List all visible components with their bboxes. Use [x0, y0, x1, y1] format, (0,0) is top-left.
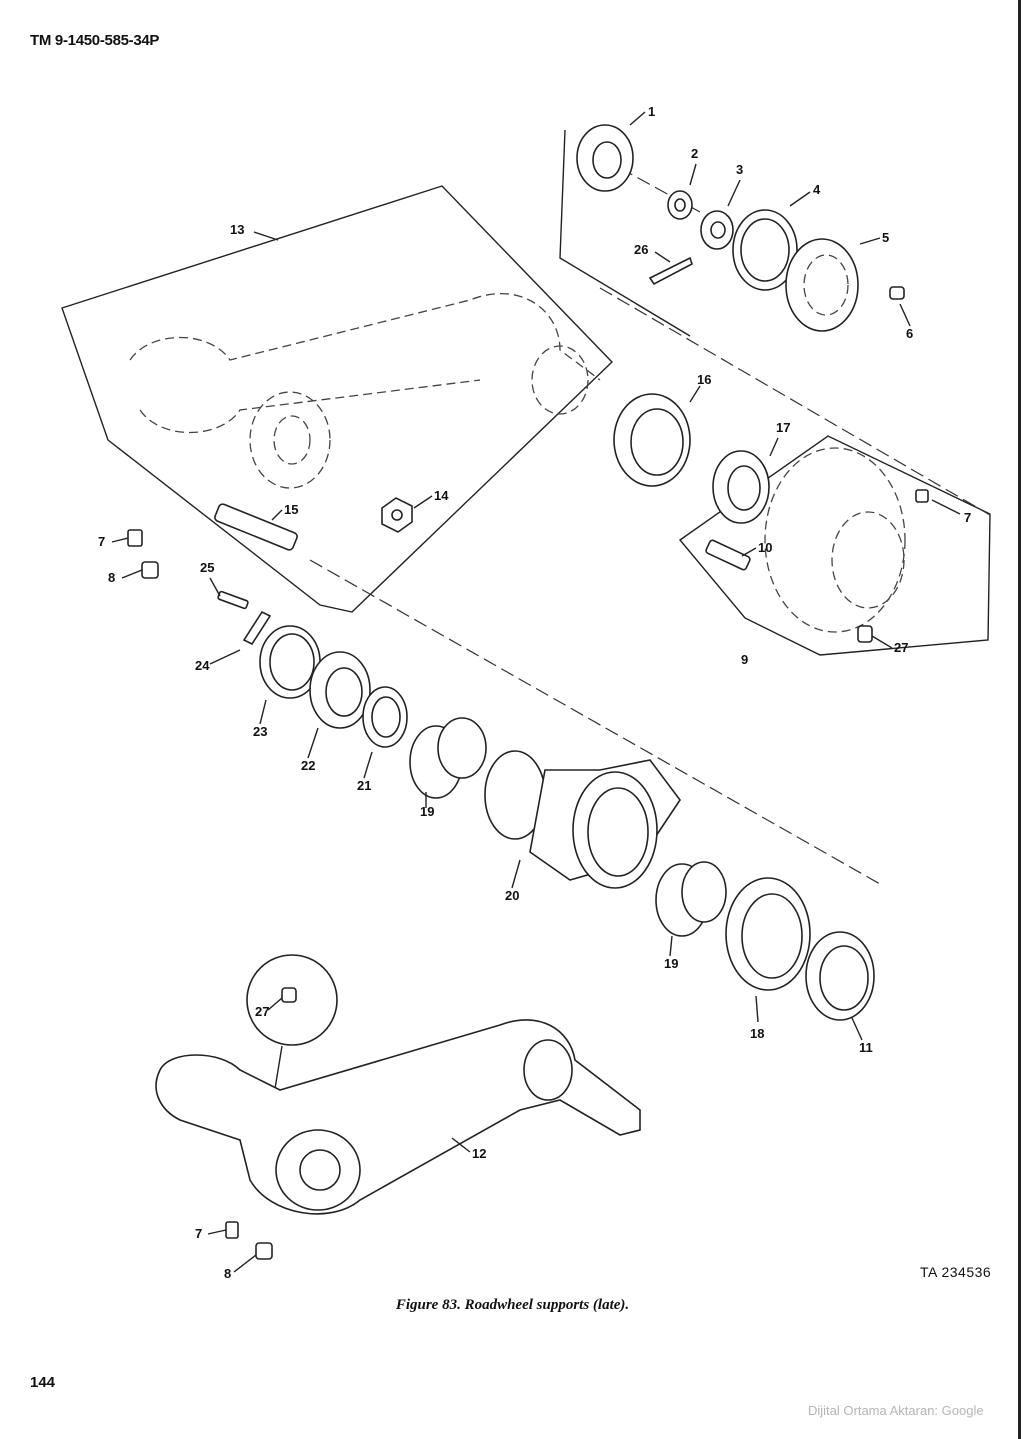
callout-12: 12	[472, 1146, 486, 1161]
callout-7-right: 7	[964, 510, 971, 525]
nut-14	[381, 497, 413, 533]
retainer-22	[309, 651, 371, 729]
callout-22: 22	[301, 758, 315, 773]
lock-24	[242, 610, 272, 646]
callout-5: 5	[882, 230, 889, 245]
group-outline-9	[678, 435, 991, 656]
callout-19-upper: 19	[420, 804, 434, 819]
hub-cap-5	[785, 238, 859, 332]
callout-25: 25	[200, 560, 214, 575]
housing-20	[484, 750, 681, 889]
callout-14: 14	[434, 488, 449, 503]
bushing-19-lower	[655, 861, 727, 937]
seal-18	[725, 877, 811, 991]
callout-1: 1	[648, 104, 655, 119]
seal-16	[613, 393, 691, 487]
callout-7-upper: 7	[98, 534, 105, 549]
fitting-8-lower	[255, 1242, 273, 1260]
callout-23: 23	[253, 724, 267, 739]
callout-17: 17	[776, 420, 790, 435]
callout-15: 15	[284, 502, 298, 517]
callout-18: 18	[750, 1026, 764, 1041]
page-number: 144	[30, 1374, 56, 1391]
gasket-21	[362, 686, 408, 748]
callout-16: 16	[697, 372, 711, 387]
group-outline-top-right	[559, 129, 691, 337]
callout-19-lower: 19	[664, 956, 678, 971]
callout-labels: 1 2 3 4 5 6 7 9 10 11 12 13 14 15 16 17 …	[98, 104, 971, 1281]
assembly-axis-upper	[599, 287, 991, 516]
gasket-4	[732, 209, 798, 291]
slotted-nut-3	[700, 210, 734, 250]
figure-caption: Figure 83. Roadwheel supports (late).	[395, 1297, 630, 1313]
callout-3: 3	[736, 162, 743, 177]
callout-27-detail: 27	[255, 1004, 269, 1019]
callout-2: 2	[691, 146, 698, 161]
seal-23	[259, 625, 321, 699]
screw-6	[889, 286, 905, 300]
bolt-25	[217, 590, 249, 610]
support-arm-12	[155, 1019, 641, 1215]
bearing-seal-1	[576, 124, 634, 192]
bearing-17	[712, 450, 770, 524]
digitization-watermark: Dijital Ortama Aktaran: Google	[808, 1403, 984, 1418]
fitting-27-right	[857, 625, 873, 643]
stud-10	[705, 539, 751, 571]
callout-7-lower: 7	[195, 1226, 202, 1241]
bushing-19-upper	[409, 717, 487, 799]
callout-21: 21	[357, 778, 371, 793]
callout-20: 20	[505, 888, 519, 903]
fitting-7-right	[915, 489, 929, 503]
document-number: TM 9-1450-585-34P	[30, 32, 160, 49]
pin-15	[214, 503, 298, 551]
seal-11	[805, 931, 875, 1021]
callout-24: 24	[195, 658, 210, 673]
callout-11: 11	[859, 1040, 873, 1055]
callout-26: 26	[634, 242, 648, 257]
page-binding-edge	[1018, 0, 1021, 1439]
callout-9: 9	[741, 652, 748, 667]
assembly-axis-lower	[309, 559, 881, 885]
fitting-8-upper	[141, 561, 159, 579]
callout-8-lower: 8	[224, 1266, 231, 1281]
callout-8-upper: 8	[108, 570, 115, 585]
callout-leaders	[111, 111, 961, 1273]
art-code: TA 234536	[920, 1264, 992, 1280]
group-outline-13	[61, 185, 613, 613]
cotter-pin-26	[648, 256, 693, 286]
washer-2	[667, 190, 693, 220]
callout-4: 4	[813, 182, 821, 197]
callout-10: 10	[758, 540, 772, 555]
fitting-7-lower	[225, 1221, 239, 1239]
phantom-support-arm	[129, 293, 601, 489]
callout-13: 13	[230, 222, 244, 237]
callout-27-right: 27	[894, 640, 908, 655]
fitting-7-upper	[127, 529, 143, 547]
callout-6: 6	[906, 326, 913, 341]
hub-9	[764, 447, 906, 633]
assembly-axis-middle	[619, 167, 701, 213]
